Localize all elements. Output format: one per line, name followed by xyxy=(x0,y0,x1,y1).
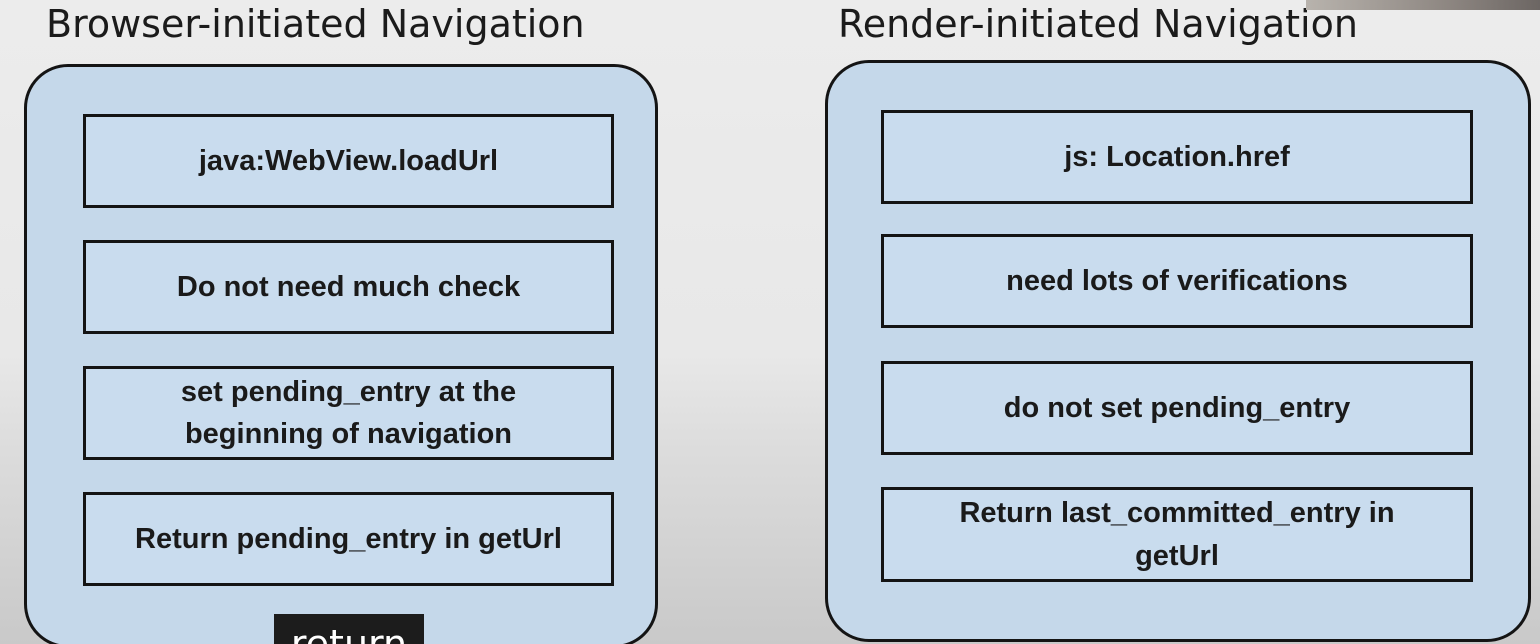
box-line: java:WebView.loadUrl xyxy=(198,144,499,177)
box-location-href: js: Location.href xyxy=(881,110,1473,204)
box-do-not-set-pending-entry: do not set pending_entry xyxy=(881,361,1473,455)
box-line: Do not need much check xyxy=(176,270,521,303)
subtitle-caption: return xyxy=(274,614,424,644)
box-line: Return last_committed_entry in xyxy=(959,497,1395,530)
box-return-last-committed-entry: Return last_committed_entry in getUrl xyxy=(881,487,1473,582)
box-line: beginning of navigation xyxy=(184,418,512,450)
speaker-thumbnail xyxy=(1306,0,1540,10)
render-initiated-title: Render-initiated Navigation xyxy=(838,2,1358,46)
box-set-pending-entry: set pending_entry at the beginning of na… xyxy=(83,366,614,460)
box-line: need lots of verifications xyxy=(1006,264,1348,297)
box-no-much-check: Do not need much check xyxy=(83,240,614,334)
box-need-verifications: need lots of verifications xyxy=(881,234,1473,328)
box-line: js: Location.href xyxy=(1064,140,1290,173)
browser-initiated-title: Browser-initiated Navigation xyxy=(46,2,585,46)
box-line: getUrl xyxy=(1135,539,1219,572)
box-webview-loadurl: java:WebView.loadUrl xyxy=(83,114,614,208)
box-line: set pending_entry at the xyxy=(180,375,517,408)
box-line: do not set pending_entry xyxy=(1003,391,1351,424)
box-line: Return pending_entry in getUrl xyxy=(135,522,562,555)
box-return-pending-entry: Return pending_entry in getUrl xyxy=(83,492,614,586)
